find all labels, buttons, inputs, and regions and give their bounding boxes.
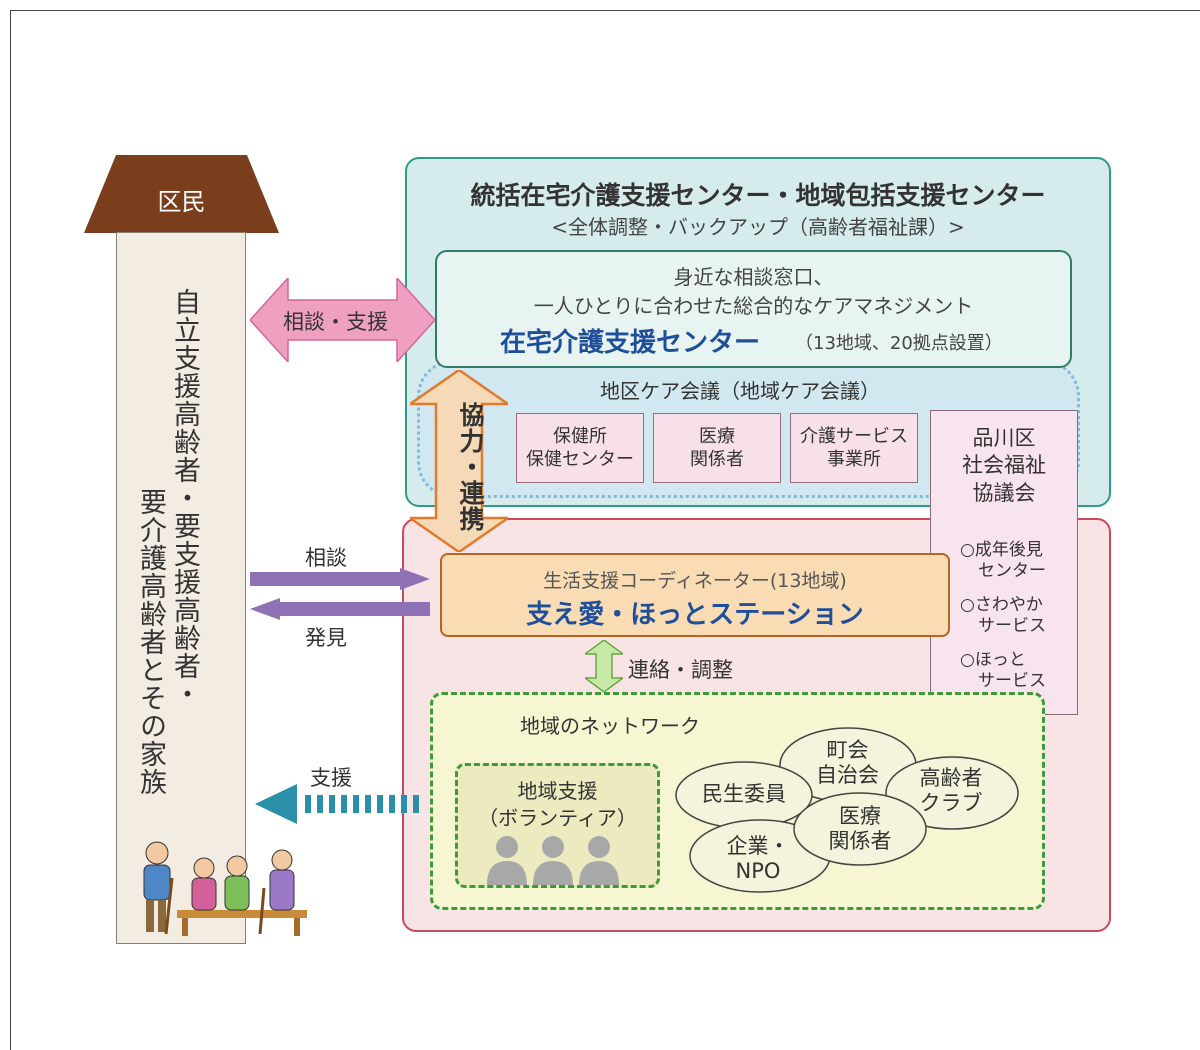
cooperation-arrow [410,370,508,552]
top-box-title: 統括在宅介護支援センター・地域包括支援センター [470,181,1046,210]
residents-text-line2: 要介護高齢者とその家族 [135,488,166,796]
home-care-center-note: （13地域、20拠点設置） [795,333,1003,354]
org-welfare-commissioner-l1: 民生委員 [702,782,786,806]
council-item-hotto-l1: ○ほっと [960,650,1026,670]
consult-support-arrow [250,278,435,362]
volunteer-l2: （ボランティア） [478,806,637,830]
org-town-assoc: 町会 自治会 [800,738,895,788]
network-org-ellipses [675,727,1019,893]
org-company-npo-l2: NPO [735,859,781,884]
roof-shape [84,155,279,233]
council-title: 品川区 社会福祉 協議会 [930,425,1078,507]
council-title-l3: 協議会 [972,480,1036,505]
top-box-subtitle: <全体調整・バックアップ（高齢者福祉課）> [551,215,965,239]
support-label: 支援 [310,766,352,790]
member-health-center: 保健所 保健センター [516,413,644,483]
org-medical-l1: 医療 [839,804,881,828]
home-care-center-name: 在宅介護支援センター [500,328,761,358]
council-item-guardianship-l2: センター [978,561,1046,582]
member-care-service: 介護サービス 事業所 [790,413,918,483]
council-item-hotto-l2: サービス [978,671,1046,692]
consult-label: 相談 [305,546,347,570]
member-health-center-l1: 保健所 [553,425,607,447]
residents-roof-label: 区民 [157,188,206,216]
home-care-line2: 一人ひとりに合わせた総合的なケアマネジメント [533,294,974,318]
org-medical: 医療 関係者 [812,804,908,854]
home-care-center-box [435,250,1072,368]
elderly-people-illustration [143,841,307,936]
org-welfare-commissioner: 民生委員 [684,782,804,807]
member-medical-l2: 関係者 [690,449,744,470]
discover-label: 発見 [305,626,347,650]
discover-arrow [250,598,430,620]
council-item-sawayaka-l2: サービス [978,616,1046,637]
coordinator-box [440,553,950,637]
member-care-service-l1: 介護サービス [800,425,908,447]
council-item-hotto: ○ほっと サービス [960,650,1046,693]
diagram-frame [10,10,1200,1050]
org-senior-club-l1: 高齢者 [919,766,983,790]
member-medical: 医療 関係者 [653,413,781,483]
org-senior-club: 高齢者 クラブ [903,766,999,816]
org-town-assoc-l2: 自治会 [816,763,879,788]
residents-column [116,232,246,944]
consult-arrow [250,568,430,590]
volunteer-people-icons [487,836,619,885]
council-item-sawayaka: ○さわやか サービス [960,595,1046,638]
coordinator-line1: 生活支援コーディネーター(13地域) [543,570,847,592]
org-senior-club-l2: クラブ [919,791,983,816]
ellipse-medical [793,792,927,866]
org-company-npo-l1: 企業・ [726,834,790,858]
residents-text-line1: 自立支援高齢者・要支援高齢者・ [169,288,200,708]
org-medical-l2: 関係者 [828,829,892,854]
ellipse-senior-club [885,756,1019,830]
council-item-sawayaka-l1: ○さわやか [960,595,1043,615]
support-arrow [255,784,419,824]
home-care-line1: 身近な相談窓口、 [673,265,834,289]
org-town-assoc-l1: 町会 [826,738,869,762]
liaison-label: 連絡・調整 [628,658,733,682]
org-company-npo: 企業・ NPO [710,834,806,884]
network-label: 地域のネットワーク [520,714,700,738]
member-health-center-l2: 保健センター [526,449,634,470]
council-item-guardianship: ○成年後見 センター [960,540,1046,583]
member-care-service-l2: 事業所 [827,449,881,470]
liaison-arrow [585,640,623,692]
volunteer-l1: 地域支援 [517,779,598,803]
member-medical-l1: 医療 [699,425,735,447]
council-title-l1: 品川区 [972,426,1036,450]
council-item-guardianship-l1: ○成年後見 [960,540,1043,560]
cooperation-label: 協力・連携 [456,402,485,532]
consult-support-label: 相談・支援 [283,310,388,334]
council-title-l2: 社会福祉 [962,453,1046,478]
coordinator-name: 支え愛・ほっとステーション [526,600,864,630]
care-meeting-label: 地区ケア会議（地域ケア会議） [600,379,880,403]
